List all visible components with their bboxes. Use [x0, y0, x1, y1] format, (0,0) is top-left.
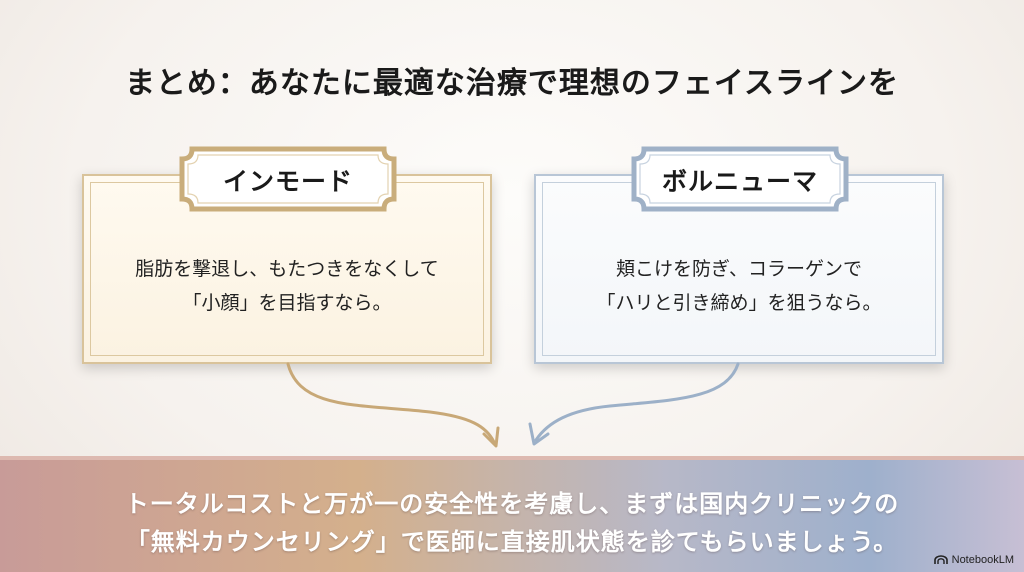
volnewmer-card-line2: 「ハリと引き締め」を狙うなら。 — [596, 292, 882, 314]
inmode-card-body: 脂肪を撃退し、もたつきをなくして 「小顔」を目指すなら。 — [84, 252, 490, 320]
volnewmer-tag-frame — [631, 146, 849, 212]
gold-arrow — [286, 362, 496, 444]
banner-line1: トータルコストと万が一の安全性を考慮し、まずは国内クリニックの — [124, 490, 900, 518]
inmode-tag-label: インモード — [222, 167, 353, 196]
volnewmer-tag: ボルニューマ — [630, 145, 850, 213]
inmode-card-line2: 「小顔」を目指すなら。 — [182, 292, 392, 314]
banner-line2: 「無料カウンセリング」で医師に直接肌状態を診てもらいましょう。 — [125, 528, 899, 556]
notebooklm-logo: NotebookLM — [933, 554, 1014, 566]
inmode-tag-frame — [179, 146, 397, 212]
notebooklm-logo-text: NotebookLM — [951, 554, 1014, 566]
blue-arrow — [534, 362, 740, 442]
notebooklm-logo-icon — [933, 555, 948, 564]
flow-arrows — [286, 362, 740, 448]
gold-arrow-head — [482, 426, 500, 448]
inmode-tag: インモード — [178, 145, 398, 213]
volnewmer-card-line1: 頬こけを防ぎ、コラーゲンで — [615, 258, 863, 280]
volnewmer-tag-label: ボルニューマ — [661, 167, 818, 196]
blue-arrow-head — [528, 422, 550, 446]
volnewmer-card-body: 頬こけを防ぎ、コラーゲンで 「ハリと引き締め」を狙うなら。 — [536, 252, 942, 320]
summary-banner: トータルコストと万が一の安全性を考慮し、まずは国内クリニックの 「無料カウンセリ… — [0, 456, 1024, 572]
page-title: まとめ：あなたに最適な治療で理想のフェイスラインを — [124, 66, 900, 101]
inmode-card-line1: 脂肪を撃退し、もたつきをなくして — [135, 258, 439, 280]
